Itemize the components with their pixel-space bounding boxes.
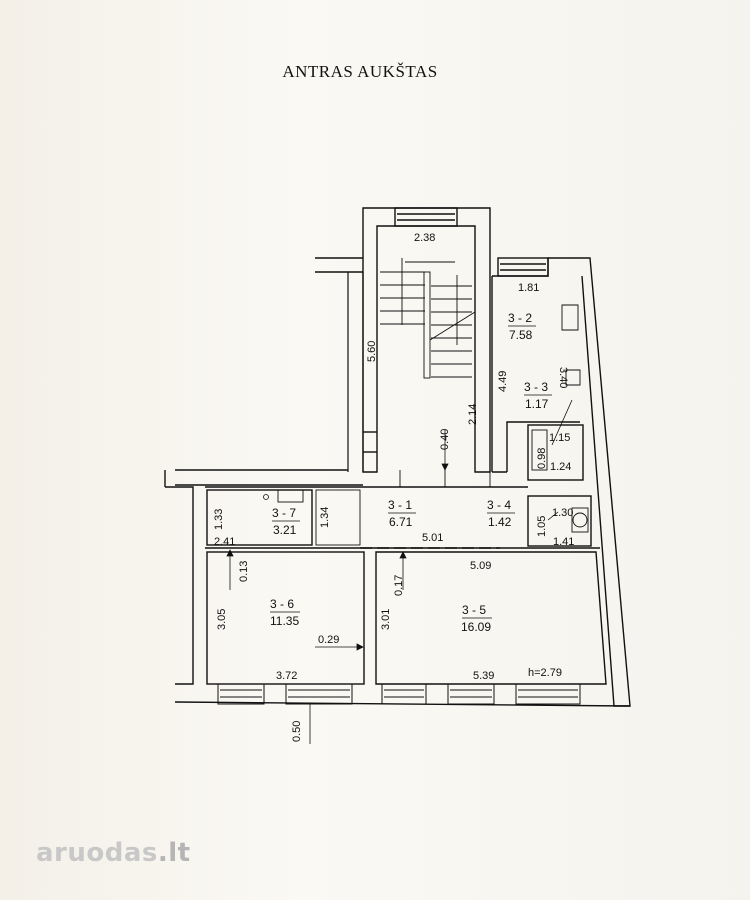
svg-text:3 - 4: 3 - 4 [487, 498, 511, 512]
wc-b-walls [527, 495, 592, 547]
room-3-2-label: 3 - 2 7.58 [508, 311, 536, 342]
dim-stair-width: 2.38 [414, 232, 435, 244]
stair-treads [380, 258, 476, 379]
corridor-top-wall [175, 469, 363, 486]
stair-window [394, 207, 458, 227]
dim-r2-side: 3.40 [557, 367, 569, 388]
dim-r7-width: 2.41 [214, 536, 235, 548]
east-outer-wall [492, 257, 631, 707]
stair-tower-walls [362, 207, 491, 473]
svg-text:1.17: 1.17 [525, 397, 549, 411]
dim-r6-wall-top: 0.13 [238, 561, 250, 582]
svg-text:6.71: 6.71 [389, 515, 413, 529]
svg-text:16.09: 16.09 [461, 620, 491, 634]
svg-text:3 - 5: 3 - 5 [462, 603, 486, 617]
dim-r6-wall-right: 0.29 [318, 634, 339, 646]
dim-wc-a-height: 0.98 [536, 448, 548, 469]
dim-r2-width: 1.81 [518, 282, 539, 294]
svg-text:3 - 6: 3 - 6 [270, 597, 294, 611]
r2-window [497, 257, 549, 277]
room-3-3-label: 3 - 3 1.17 [524, 380, 552, 411]
svg-text:3 - 2: 3 - 2 [508, 311, 532, 325]
dim-window-depth: 0.50 [291, 721, 303, 742]
dim-r5-width-bottom: 5.39 [473, 670, 494, 682]
dim-corridor-length: 5.01 [422, 532, 443, 544]
room-3-5-label: 3 - 5 16.09 [461, 603, 492, 634]
room-3-4-label: 3 - 4 1.42 [487, 498, 515, 529]
dim-r6-height: 3.05 [216, 609, 228, 630]
dim-r5-width-top: 5.09 [470, 560, 491, 572]
dim-stair-length: 5.60 [366, 341, 378, 362]
svg-text:3.21: 3.21 [273, 523, 297, 537]
svg-text:7.58: 7.58 [509, 328, 533, 342]
dim-wc-b-width: 1.30 [552, 507, 573, 519]
floor-title: ANTRAS AUKŠTAS [282, 62, 438, 81]
dim-stair-side: 2.14 [467, 404, 479, 425]
dim-ceiling-height: h=2.79 [528, 667, 562, 679]
dim-wc-b-bottom: 1.41 [553, 536, 574, 548]
room-3-7-label: 3 - 7 3.21 [272, 506, 300, 537]
room-3-7-walls [206, 489, 313, 546]
watermark-logo: aruodas.lt [36, 838, 191, 868]
room-3-6-label: 3 - 6 11.35 [270, 597, 300, 628]
dimension-arrows [226, 399, 573, 744]
dim-r2-length: 4.49 [497, 371, 509, 392]
dim-stair-landing: 0.40 [439, 429, 451, 450]
svg-text:3 - 7: 3 - 7 [272, 506, 296, 520]
dim-r7-side: 1.34 [319, 507, 331, 528]
south-windows [217, 683, 581, 705]
dim-wc-a-width: 1.15 [549, 432, 570, 444]
room-3-5-walls [375, 551, 607, 685]
svg-text:11.35: 11.35 [270, 614, 299, 628]
svg-text:1.42: 1.42 [488, 515, 512, 529]
dim-r5-wall: 0.17 [393, 575, 405, 596]
dim-r7-height: 1.33 [213, 509, 225, 530]
dim-wc-b-height: 1.05 [536, 516, 548, 537]
room-3-1-label: 3 - 1 6.71 [388, 498, 416, 529]
wc-a-walls [527, 424, 584, 481]
dim-r5-height: 3.01 [380, 609, 392, 630]
svg-text:3 - 1: 3 - 1 [388, 498, 412, 512]
dim-wc-a-bottom: 1.24 [550, 461, 571, 473]
left-stub-walls [315, 257, 363, 273]
svg-text:3 - 3: 3 - 3 [524, 380, 548, 394]
dim-r6-width: 3.72 [276, 670, 297, 682]
